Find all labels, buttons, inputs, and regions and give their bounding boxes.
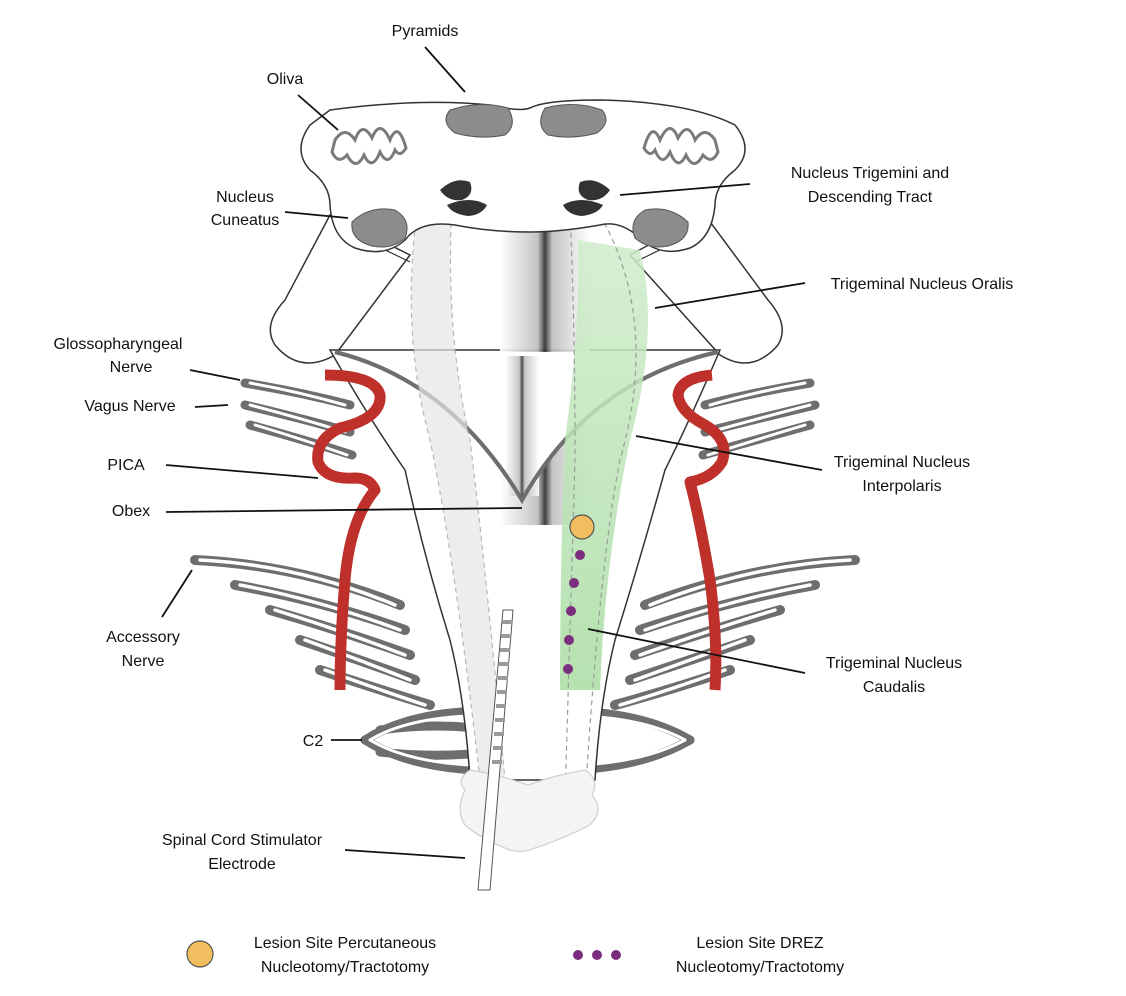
descending-tract-left: [447, 200, 487, 216]
label-glossopharyngeal-1: Glossopharyngeal: [54, 336, 183, 353]
right-trigeminal-tract: [560, 240, 648, 690]
label-scs-2: Electrode: [208, 856, 276, 873]
legend-percutaneous-label-1: Lesion Site Percutaneous: [254, 935, 436, 952]
oliva-right: [642, 127, 720, 165]
accessory-nerve-left: [190, 555, 435, 710]
medulla-cross-section: [300, 99, 746, 253]
spinal-cord-stimulator-electrode: [477, 609, 514, 891]
nucleus-cuneatus-left: [351, 208, 408, 248]
label-accessory-2: Nerve: [122, 653, 165, 670]
label-nucleus-cuneatus-1: Nucleus: [216, 189, 274, 206]
label-trigeminal-caudalis-2: Caudalis: [863, 679, 925, 696]
spinal-cord-cross-section: [459, 769, 599, 853]
pyramid-right: [540, 104, 607, 138]
legend-percutaneous-icon: [186, 940, 214, 968]
drez-dot: [564, 635, 574, 645]
label-nucleus-cuneatus-2: Cuneatus: [211, 212, 280, 229]
legend: Lesion Site Percutaneous Nucleotomy/Trac…: [186, 935, 844, 976]
label-nucleus-trigemini-2: Descending Tract: [808, 189, 933, 206]
legend-drez-icon: [573, 950, 621, 960]
legend-drez-label-1: Lesion Site DREZ: [696, 935, 823, 952]
label-obex: Obex: [112, 503, 150, 520]
legend-percutaneous-label-2: Nucleotomy/Tractotomy: [261, 959, 429, 976]
label-trigeminal-caudalis-1: Trigeminal Nucleus: [826, 655, 962, 672]
drez-dot: [569, 578, 579, 588]
leader-lines: [161, 46, 823, 859]
descending-tract-right: [563, 200, 603, 216]
label-trigeminal-oralis: Trigeminal Nucleus Oralis: [831, 276, 1014, 293]
label-vagus: Vagus Nerve: [84, 398, 175, 415]
drez-dot: [563, 664, 573, 674]
lesion-percutaneous-marker: [569, 514, 595, 540]
lesion-drez-markers: [563, 550, 585, 674]
label-oliva: Oliva: [267, 71, 304, 88]
label-accessory-1: Accessory: [106, 629, 180, 646]
label-pica: PICA: [107, 457, 145, 474]
pica-artery-right: [672, 369, 730, 691]
label-trigeminal-interpolaris-2: Interpolaris: [862, 478, 941, 495]
label-c2: C2: [303, 733, 324, 750]
drez-dot: [575, 550, 585, 560]
label-nucleus-trigemini-1: Nucleus Trigemini and: [791, 165, 949, 182]
label-pyramids: Pyramids: [392, 23, 459, 40]
accessory-nerve-right-inner: [618, 558, 852, 707]
nucleus-trigemini-left: [440, 180, 472, 201]
label-glossopharyngeal-2: Nerve: [110, 359, 153, 376]
accessory-nerve-right: [610, 555, 860, 710]
label-scs-1: Spinal Cord Stimulator: [162, 832, 323, 849]
pyramid-left: [445, 104, 513, 138]
nucleus-cuneatus-right: [632, 208, 689, 248]
drez-dot: [566, 606, 576, 616]
oliva-left: [330, 127, 408, 165]
nucleus-trigemini-right: [578, 180, 610, 201]
pica-artery-left: [312, 369, 386, 691]
legend-drez-label-2: Nucleotomy/Tractotomy: [676, 959, 844, 976]
label-trigeminal-interpolaris-1: Trigeminal Nucleus: [834, 454, 970, 471]
